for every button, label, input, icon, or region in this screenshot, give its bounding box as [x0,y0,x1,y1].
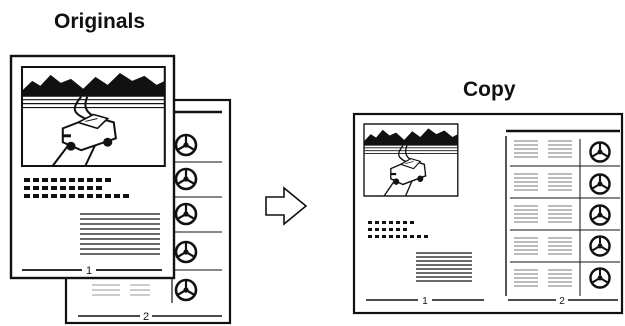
copy-right-number: 2 [559,296,565,307]
copy-wheel-icon [589,204,611,226]
copy-wheel-icon [589,267,611,289]
wheel-icon [174,278,198,302]
copy-wheel-icon [589,235,611,257]
copy-landscape-car-illustration [363,123,459,197]
landscape-car-illustration [20,65,166,168]
original-page-1-number: 1 [86,265,92,277]
copy-left-number: 1 [422,296,428,307]
wheel-icon [174,240,198,264]
copy-sheet: 1 [352,112,624,315]
copy-wheel-icon [589,173,611,195]
originals-label: Originals [54,10,146,33]
original-page-2-number: 2 [143,311,149,323]
copy-label: Copy [463,78,516,101]
copy-wheel-icon [589,141,611,163]
wheel-icon [174,202,198,226]
wheel-icon [174,133,198,157]
arrow-right-icon [265,186,308,226]
wheel-icon [174,167,198,191]
original-page-1: 1 [9,54,176,280]
